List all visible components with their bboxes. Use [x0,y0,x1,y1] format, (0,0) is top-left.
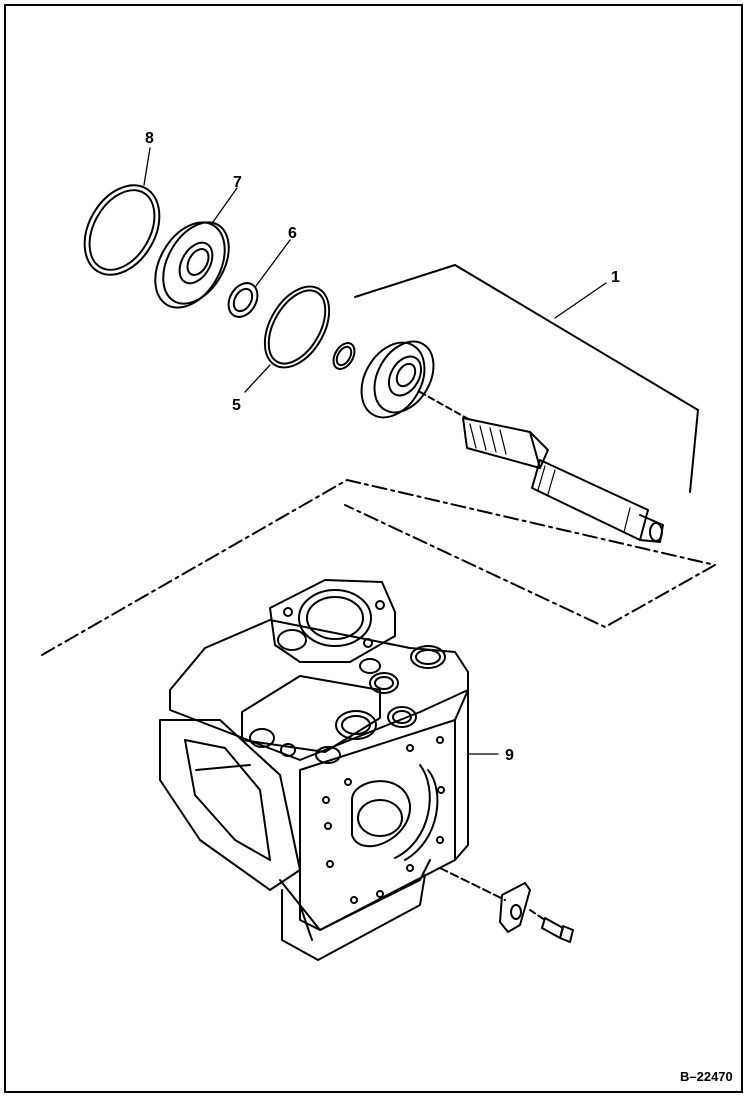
leader-lines [143,147,607,755]
part-7-seal-carrier [154,221,230,309]
callout-1-bracket [354,264,699,493]
assembly-alignment-line [41,479,716,656]
callout-8: 8 [145,130,154,147]
retaining-ring [332,342,356,370]
cap-screw [529,909,574,943]
figure-reference: B–22470 [680,1069,733,1084]
callout-6: 6 [288,225,297,242]
part-5-o-ring [263,285,331,369]
callout-1: 1 [611,269,620,286]
part-6-shaft-seal [227,282,259,318]
part-1-drive-shaft [419,391,664,543]
callout-9: 9 [505,747,514,764]
callout-5: 5 [232,397,241,414]
part-8-large-o-ring [83,184,161,276]
callout-7: 7 [233,174,242,191]
part-9-pump-housing [159,579,469,961]
mounting-bracket [439,867,531,933]
bearing [360,340,435,419]
